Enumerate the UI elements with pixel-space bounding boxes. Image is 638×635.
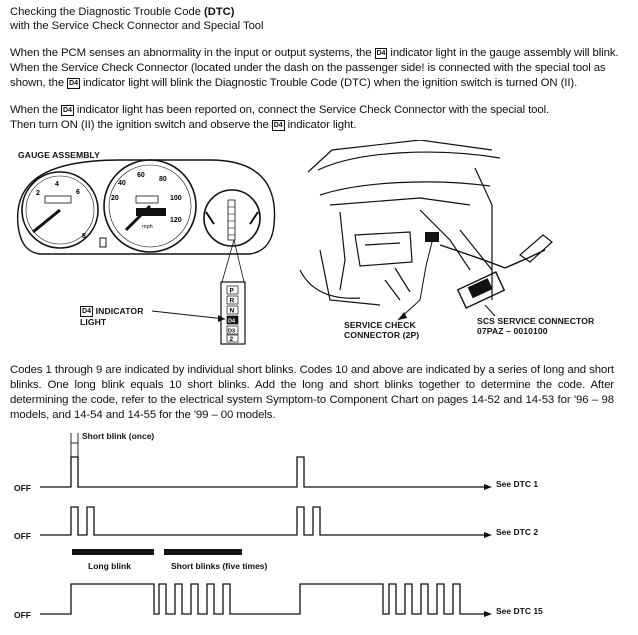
temp-needle [249, 211, 259, 225]
fuel-needle [205, 211, 215, 225]
indicator-2: 2 [230, 336, 234, 343]
service-check-line2: CONNECTOR (2P) [344, 330, 420, 340]
scs-line1: SCS SERVICE CONNECTOR [477, 316, 595, 326]
indicator-d4: D4 [228, 319, 236, 325]
d4-symbol: D4 [271, 120, 285, 131]
service-check-label: SERVICE CHECK CONNECTOR (2P) [344, 320, 419, 340]
indicator-n: N [230, 308, 235, 315]
speed-number-100: 100 [170, 195, 182, 202]
d4-symbol: D4 [80, 306, 94, 317]
gauge-and-connector-illustration: 2 4 6 8 20 40 60 80 100 120 mph P R N D4… [16, 140, 553, 345]
scs-service-connector-tool [439, 234, 553, 317]
odometer [136, 208, 166, 216]
speed-number-40: 40 [118, 180, 126, 187]
p1-text-d: shown, the [10, 77, 65, 89]
off-label-dtc15: OFF [14, 610, 31, 620]
indicator-p: P [230, 288, 235, 295]
off-label-dtc2: OFF [14, 531, 31, 541]
shift-indicator-enlarged [220, 281, 246, 345]
speed-number-120: 120 [170, 217, 182, 224]
title-code: (DTC) [204, 6, 235, 18]
indicator-r: R [230, 298, 235, 305]
p2-text-b: indicator light has been reported on, co… [76, 104, 550, 116]
dashboard-illustration [299, 140, 501, 306]
d4-symbol: D4 [374, 48, 388, 59]
title-line2: with the Service Check Connector and Spe… [10, 20, 264, 32]
p2-text-c: Then turn ON (II) the ignition switch an… [10, 119, 269, 131]
tach-number-6: 6 [76, 189, 80, 196]
long-blink-bar [72, 549, 154, 555]
d4-leader-line [151, 310, 226, 320]
gauge-cluster-outline [16, 159, 276, 255]
tach-number-8: 8 [82, 233, 86, 240]
short-blinks-bar [164, 549, 242, 555]
scs-connector-label: SCS SERVICE CONNECTOR 07PAZ – 0010100 [477, 316, 594, 336]
tachometer-inner-ring [25, 175, 95, 245]
speed-number-20: 20 [111, 195, 119, 202]
waveform-dtc-15 [40, 583, 488, 615]
trip-odometer [135, 195, 159, 204]
waveform-dtc-2 [40, 506, 488, 536]
see-dtc-2-label: See DTC 2 [496, 527, 539, 537]
d4-symbol: D4 [61, 105, 74, 116]
tach-number-4: 4 [55, 181, 59, 188]
long-blink-label: Long blink [88, 561, 131, 571]
shift-indicator-stack [227, 199, 236, 241]
service-check-line1: SERVICE CHECK [344, 320, 416, 330]
p1-text-e: indicator light will blink the Diagnosti… [83, 77, 578, 89]
gauge-assembly-label: GAUGE ASSEMBLY [18, 150, 100, 160]
short-blink-label: Short blink (once) [82, 431, 155, 441]
tach-number-2: 2 [36, 190, 40, 197]
p2-text-d: indicator light. [287, 119, 357, 131]
waveform-dtc-1 [40, 456, 488, 488]
indicator-lamp [99, 237, 107, 248]
short-blinks-five-label: Short blinks (five times) [171, 561, 268, 571]
p1-text-a: When the PCM senses an abnormality in th… [10, 47, 372, 59]
p2-text-a: When the [10, 104, 58, 116]
indicator-d3: D3 [228, 329, 235, 335]
indicator-d4-highlight [226, 315, 239, 325]
p1-text-b: indicator light in the gauge assembly wi… [390, 47, 619, 59]
see-dtc-1-label: See DTC 1 [496, 479, 539, 489]
d4-label-line1: INDICATOR [95, 306, 144, 316]
paragraph-3: Codes 1 through 9 are indicated by indiv… [10, 364, 614, 421]
off-label-dtc1: OFF [14, 483, 31, 493]
tachometer-needle [32, 208, 61, 234]
speedometer-dial [103, 159, 197, 253]
see-dtc-15-label: See DTC 15 [496, 606, 543, 616]
section-title: Checking the Diagnostic Trouble Code (DT… [10, 5, 264, 33]
speed-unit: mph [142, 224, 153, 230]
d4-symbol: D4 [67, 78, 80, 89]
p1-text-c: When the Service Check Connector (locate… [10, 62, 606, 74]
paragraph-1: When the PCM senses an abnormality in th… [10, 46, 630, 91]
blink-waveform-diagram [40, 433, 492, 617]
speedometer-inner-ring [108, 164, 192, 248]
paragraph-2: When the D4 indicator light has been rep… [10, 103, 630, 133]
speed-number-60: 60 [137, 172, 145, 179]
d4-indicator-label: D4 INDICATOR LIGHT [80, 306, 144, 327]
d4-label-line2: LIGHT [80, 317, 107, 327]
title-line1: Checking the Diagnostic Trouble Code [10, 6, 201, 18]
fuel-temp-dial [203, 189, 261, 247]
tachometer-display [44, 195, 72, 204]
tachometer-dial [21, 171, 99, 249]
service-check-connector [397, 232, 439, 321]
scs-line2: 07PAZ – 0010100 [477, 326, 548, 336]
speed-number-80: 80 [159, 176, 167, 183]
